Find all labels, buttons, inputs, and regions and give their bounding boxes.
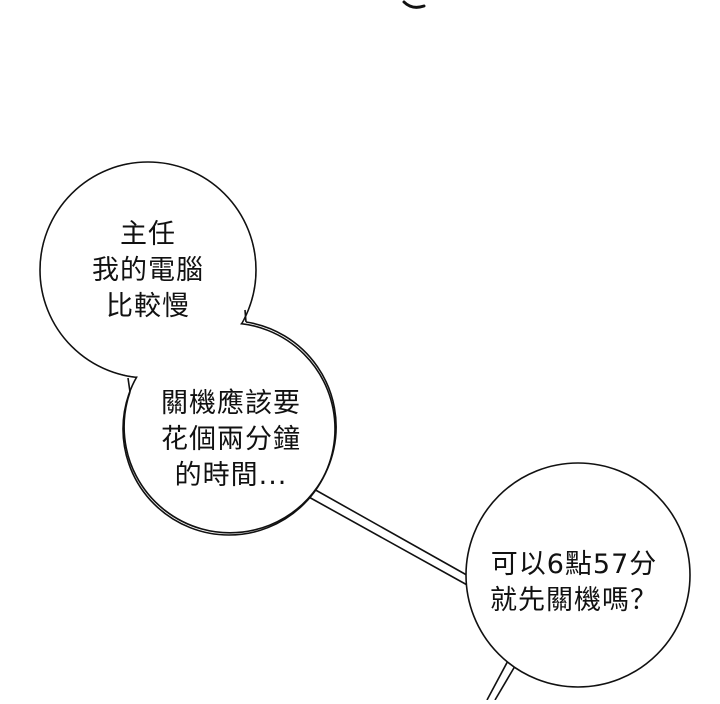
bubble-group-1-2 [39, 161, 337, 536]
top-brush-mark [402, 0, 426, 9]
bubble-1-text: 主任 我的電腦 比較慢 [68, 217, 228, 325]
bubble-3-line-2: 就先關機嗎？ [490, 585, 658, 616]
bubble-3-line-1: 可以6點57分 [490, 549, 658, 580]
bubble-3-shape [465, 462, 691, 688]
bubble-2-line-1: 關機應該要 [161, 388, 301, 419]
bubble-2-line-2: 花個兩分鐘 [161, 424, 301, 455]
bubble-1-line-2: 我的電腦 [92, 255, 204, 286]
bubble-2-text: 關機應該要 花個兩分鐘 的時間... [126, 386, 336, 494]
bubble-2-line-3: 的時間... [174, 460, 288, 491]
bubble-1-line-1: 主任 [120, 219, 176, 250]
connector-bubble2-to-bubble3 [306, 487, 473, 587]
bubble-1-line-3: 比較慢 [106, 291, 190, 322]
bubble-3-text: 可以6點57分 就先關機嗎？ [474, 547, 674, 619]
